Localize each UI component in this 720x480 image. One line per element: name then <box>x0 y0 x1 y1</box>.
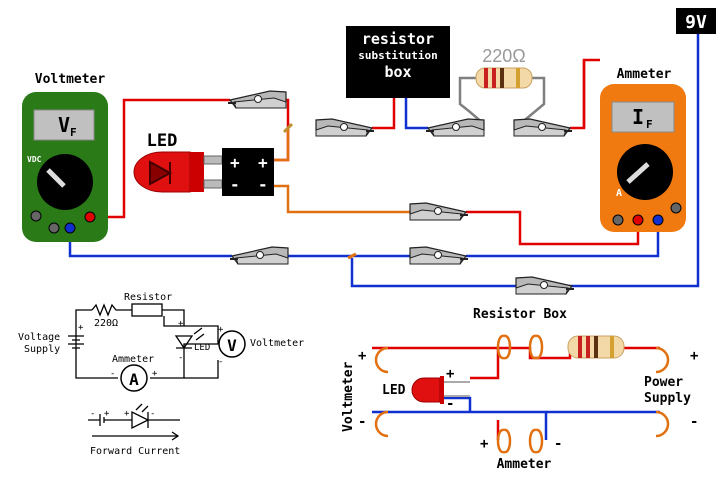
schematic-ammeter-symbol: A <box>129 370 139 389</box>
schematic-supply-plus: + <box>78 323 84 333</box>
voltmeter-dial-label: VDC <box>27 155 42 164</box>
bb-a-plus: + <box>480 436 488 452</box>
resistor-box-line1: resistor <box>362 30 434 48</box>
breadboard-labels: Resistor Box Voltmeter LED + - Power Sup… <box>341 307 698 472</box>
resistor-box-line2: substitution <box>358 49 437 62</box>
top-wiring <box>68 30 700 288</box>
schematic-resistor-label: Resistor <box>124 292 172 303</box>
schematic-led-plus: + <box>178 319 184 329</box>
battery-label: 9V <box>685 12 707 33</box>
schematic-supply-label-2: Supply <box>24 344 60 355</box>
bb-v-minus: - <box>358 414 366 430</box>
schematic-a-minus: - <box>110 369 115 379</box>
fc-plus-2: + <box>124 409 130 419</box>
forward-current-label: Forward Current <box>90 446 180 457</box>
schematic-v-plus: + <box>218 325 224 335</box>
voltmeter-display-sub: F <box>70 126 77 139</box>
schematic-a-plus: + <box>152 369 158 379</box>
bb-led-plus: + <box>446 366 454 382</box>
voltmeter-device: Voltmeter V F VDC <box>22 72 108 242</box>
bb-resistor-box-label: Resistor Box <box>473 307 567 322</box>
resistor-value-label: 220Ω <box>482 46 526 66</box>
bb-a-minus: - <box>554 436 562 452</box>
alligator-clips <box>227 90 575 295</box>
voltmeter-display: V <box>58 113 70 137</box>
voltmeter-title: Voltmeter <box>35 72 106 87</box>
battery-9v: 9V <box>676 8 716 34</box>
ammeter-display-sub: F <box>646 118 653 131</box>
bb-ps-plus: + <box>690 348 698 364</box>
fc-minus-2: - <box>150 409 155 419</box>
bb-power-label-1: Power <box>644 375 683 390</box>
schematic-voltmeter-label: Voltmeter <box>250 338 304 349</box>
ammeter-title: Ammeter <box>617 67 672 82</box>
led-label-top: LED <box>147 131 178 151</box>
schematic-led-minus: - <box>178 353 183 363</box>
bb-v-plus: + <box>358 348 366 364</box>
bb-voltmeter-label: Voltmeter <box>341 361 356 432</box>
bb-power-label-2: Supply <box>644 391 691 406</box>
resistor-220-top: 220Ω <box>475 46 533 89</box>
led-minus-left: - <box>230 175 240 194</box>
fc-plus-1: + <box>104 409 110 419</box>
schematic-voltmeter-symbol: V <box>227 336 237 355</box>
bb-ps-minus: - <box>690 414 698 430</box>
ammeter-dial-label: A <box>616 188 622 199</box>
resistor-substitution-box: resistor substitution box <box>346 26 450 98</box>
fc-minus: - <box>90 409 95 419</box>
led-plus-right: + <box>258 153 268 172</box>
breadboard-diagram <box>372 334 670 454</box>
schematic-supply-label-1: Voltage <box>18 332 60 343</box>
schematic-v-minus: - <box>218 357 223 367</box>
led-minus-right: - <box>258 175 268 194</box>
resistor-box-line3: box <box>384 63 411 81</box>
led-plus-left: + <box>230 153 240 172</box>
schematic-resistor-value: 220Ω <box>94 318 118 329</box>
bb-ammeter-label: Ammeter <box>497 457 552 472</box>
bb-led-minus: - <box>446 396 454 412</box>
schematic <box>68 303 219 379</box>
schematic-labels: Resistor 220Ω Voltage Supply LED V Voltm… <box>18 292 304 457</box>
ammeter-device: Ammeter I F A <box>600 67 686 232</box>
bb-led-label: LED <box>382 383 406 398</box>
led-component-top: LED + + - - <box>133 131 274 196</box>
schematic-led-label: LED <box>194 343 210 353</box>
schematic-ammeter-label: Ammeter <box>112 354 154 365</box>
ammeter-display: I <box>632 105 644 129</box>
